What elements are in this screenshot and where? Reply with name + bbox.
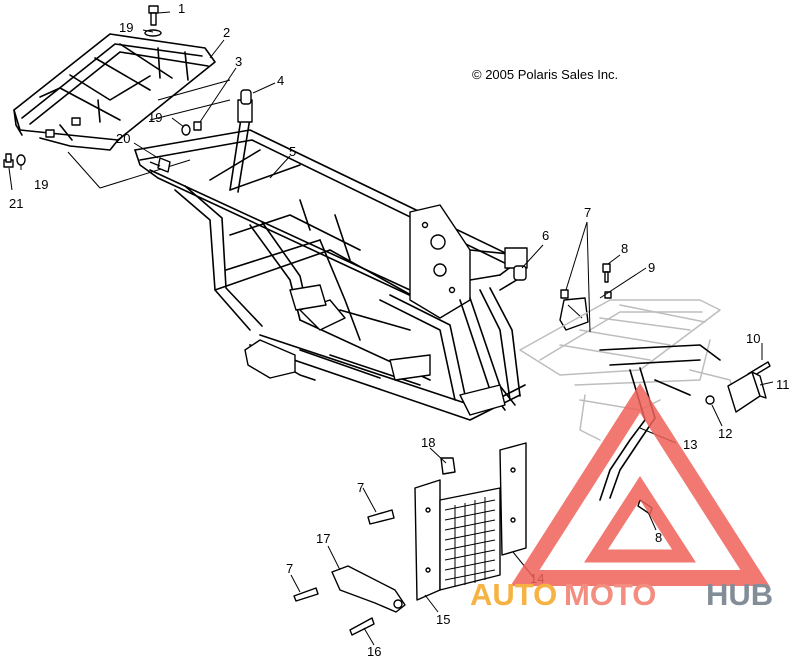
front-rack-ghost	[519, 299, 736, 441]
callout-8b: 8	[655, 530, 662, 545]
callout-21: 21	[9, 196, 23, 211]
copyright-text: © 2005 Polaris Sales Inc.	[472, 67, 618, 82]
callout-3: 3	[235, 54, 242, 69]
watermark-hub: HUB	[706, 577, 773, 612]
watermark-auto: AUTO	[470, 577, 557, 612]
leader-lines	[8, 11, 774, 646]
callout-10: 10	[746, 331, 760, 346]
callout-19c: 19	[34, 177, 48, 192]
watermark: AUTO MOTO HUB	[470, 383, 773, 612]
radiator-screen	[414, 442, 527, 601]
callout-8a: 8	[621, 241, 628, 256]
callout-6: 6	[542, 228, 549, 243]
callout-17: 17	[316, 531, 330, 546]
callout-4: 4	[277, 73, 284, 88]
callout-19b: 19	[148, 110, 162, 125]
callout-2: 2	[223, 25, 230, 40]
hardware-bolts	[3, 5, 771, 636]
lower-bracket	[331, 565, 406, 613]
callout-19a: 19	[119, 20, 133, 35]
main-frame	[134, 99, 528, 421]
callout-7c: 7	[286, 561, 293, 576]
watermark-moto: MOTO	[564, 577, 656, 612]
callout-18: 18	[421, 435, 435, 450]
callout-15: 15	[436, 612, 450, 627]
watermark-logo-icon	[510, 383, 770, 586]
callout-7a: 7	[584, 205, 591, 220]
callout-20: 20	[116, 131, 130, 146]
rack-mount-lines	[67, 79, 231, 189]
callout-16: 16	[367, 644, 381, 657]
callout-13: 13	[683, 437, 697, 452]
front-bracket	[559, 297, 589, 331]
callout-9: 9	[648, 260, 655, 275]
headlight	[727, 371, 767, 413]
callout-1: 1	[178, 1, 185, 16]
callout-12: 12	[718, 426, 732, 441]
callout-5: 5	[289, 144, 296, 159]
rear-rack	[13, 33, 216, 151]
callout-numbers: 1 2 3 4 5 6 7 7 7 8 8 9 10 11 12 13 14 1…	[9, 1, 790, 657]
callout-11: 11	[776, 377, 790, 392]
callout-7b: 7	[357, 480, 364, 495]
